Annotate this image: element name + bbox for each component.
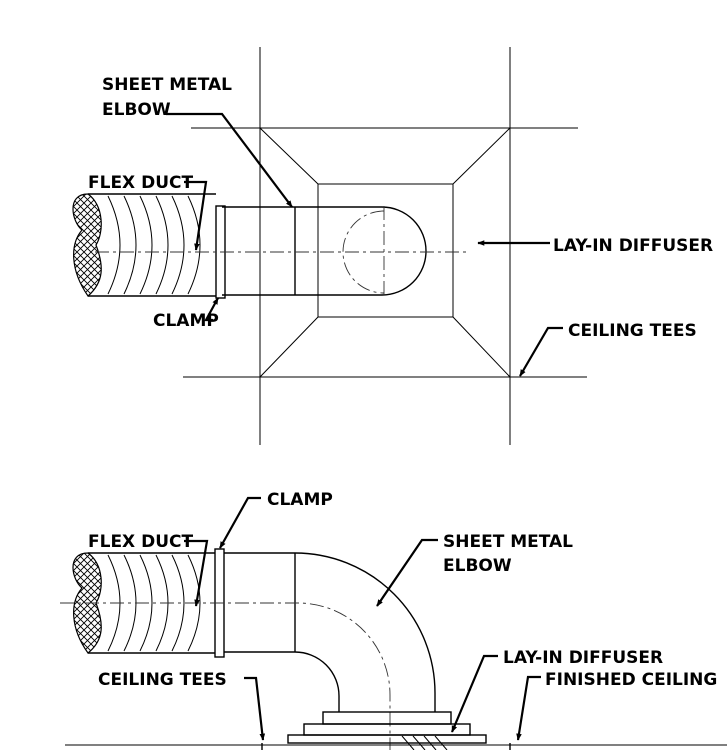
elevation-diffuser	[261, 711, 511, 750]
elevation-elbow-label-line2: ELBOW	[443, 556, 512, 576]
elevation-tees-label: CEILING TEES	[98, 670, 227, 690]
plan-elbow-label-line1: SHEET METAL	[102, 75, 232, 95]
plan-clamp-label: CLAMP	[153, 311, 219, 331]
plan-elbow-label-line2: ELBOW	[102, 100, 171, 120]
elevation-view: CLAMP FLEX DUCT SHEET METAL ELBOW LAY-IN…	[60, 490, 727, 750]
elevation-ceiling-label: FINISHED CEILING	[545, 670, 717, 690]
plan-diffuser-label: LAY-IN DIFFUSER	[553, 236, 713, 256]
plan-flex-duct-label: FLEX DUCT	[88, 173, 193, 193]
plan-ceiling-grid	[183, 47, 587, 445]
plan-elbow	[222, 206, 427, 296]
plan-flex-duct	[72, 193, 216, 297]
plan-diffuser	[259, 127, 511, 378]
elevation-clamp-label: CLAMP	[267, 490, 333, 510]
elevation-elbow	[60, 552, 436, 750]
elevation-leaders	[184, 496, 541, 741]
plan-tees-label: CEILING TEES	[568, 321, 697, 341]
plan-leaders	[166, 112, 563, 377]
plan-view: SHEET METAL ELBOW FLEX DUCT LAY-IN DIFFU…	[72, 47, 713, 445]
elevation-elbow-label-line1: SHEET METAL	[443, 532, 573, 552]
elevation-diffuser-label: LAY-IN DIFFUSER	[503, 648, 663, 668]
elevation-flex-duct-label: FLEX DUCT	[88, 532, 193, 552]
